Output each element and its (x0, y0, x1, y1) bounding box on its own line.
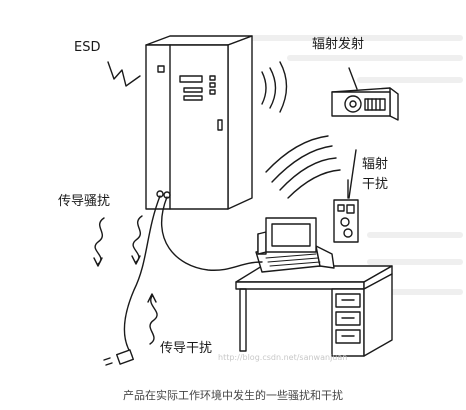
esd-lightning-icon (107, 61, 141, 87)
esd-label: ESD (74, 40, 100, 55)
desktop-computer (255, 217, 335, 273)
radio-display-icon (337, 204, 345, 212)
cabinet-display-icon (179, 75, 203, 83)
conducted-disturbance-arrows (93, 215, 143, 267)
radio-device (331, 87, 399, 121)
cables (123, 195, 263, 357)
leader-line (348, 149, 357, 199)
cabinet-vent-icon (157, 65, 165, 73)
figure-caption: 产品在实际工作环境中发生的一些骚扰和干扰 (123, 388, 343, 402)
conducted-interference-arrow (147, 293, 158, 345)
radiated-interference-waves (265, 135, 341, 199)
radiated-interference-label-line2: 干扰 (362, 177, 388, 192)
speaker-icon (344, 95, 362, 113)
cabinet-handle-icon (217, 119, 223, 131)
radiated-interference-label-line1: 辐射 (362, 156, 388, 172)
dial-icon (364, 98, 386, 111)
radiated-emission-waves (261, 61, 288, 113)
conducted-disturbance-label: 传导骚扰 (58, 194, 110, 209)
computer-desk (235, 265, 393, 357)
walkie-talkie-device (333, 179, 359, 243)
keyboard-icon (265, 253, 321, 267)
monitor-icon (265, 217, 317, 253)
watermark: http://blog.csdn.net/sanwanjuan (218, 353, 347, 362)
drawer-icon (335, 293, 361, 308)
equipment-cabinet (145, 35, 253, 210)
leader-line (348, 67, 358, 90)
speaker-icon (340, 217, 350, 227)
power-plug-icon (103, 349, 134, 366)
radiated-emission-label: 辐射发射 (312, 36, 364, 52)
conducted-interference-label: 传导干扰 (160, 341, 212, 356)
